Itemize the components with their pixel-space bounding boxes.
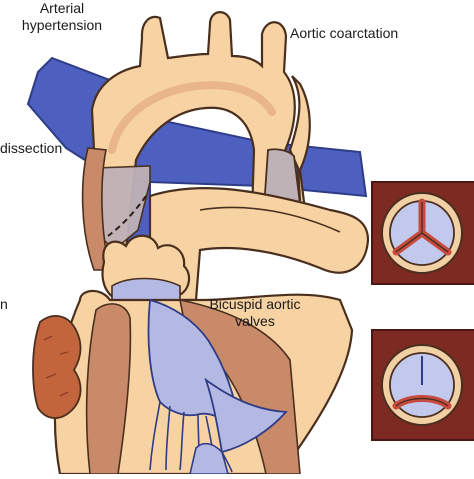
label-arterial-line2: hypertension bbox=[21, 17, 103, 33]
label-dissection: dissection bbox=[0, 140, 63, 156]
valve-inset-bottom bbox=[371, 329, 474, 441]
pulmonary-trunk-stroke bbox=[199, 206, 341, 233]
label-arterial-hypertension: Arterial hypertension bbox=[20, 0, 104, 34]
label-bicuspid-line1: Bicuspid aortic bbox=[209, 296, 301, 312]
ventricle-wall bbox=[85, 303, 132, 475]
dissection-flap bbox=[107, 195, 147, 237]
label-bicuspid-line2: valves bbox=[235, 313, 275, 329]
valve-inset-top bbox=[371, 181, 474, 285]
label-arterial-line1: Arterial bbox=[39, 0, 85, 16]
aortic-valve-lavender bbox=[111, 277, 181, 305]
mitral-leaflet-right bbox=[204, 377, 288, 454]
papillary-muscle bbox=[188, 442, 230, 475]
aortic-arch-lumen bbox=[108, 81, 276, 154]
left-atrium bbox=[32, 315, 82, 419]
left-atrium-texture bbox=[43, 335, 69, 397]
label-aortic-coarctation: Aortic coarctation bbox=[290, 25, 399, 41]
label-bicuspid-aortic-valves: Bicuspid aortic valves bbox=[200, 296, 310, 330]
pulmonary-trunk bbox=[148, 186, 370, 302]
label-cut-left: n bbox=[0, 296, 8, 312]
